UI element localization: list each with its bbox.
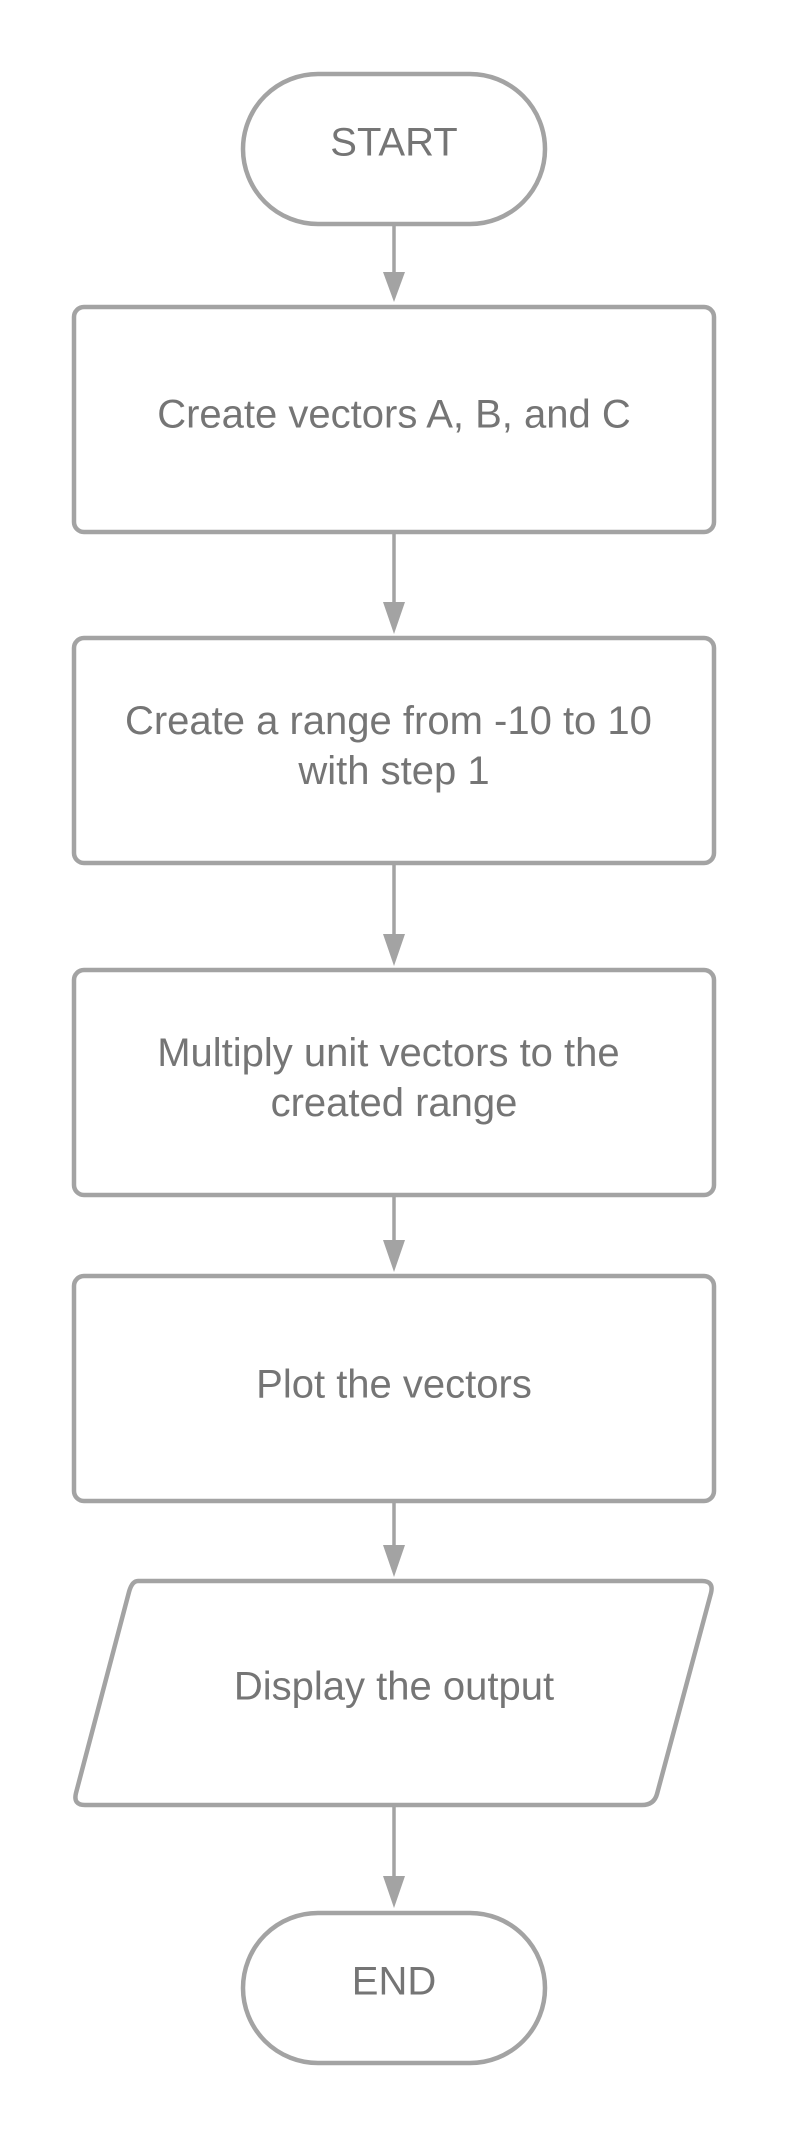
arrowhead [383,602,405,634]
create-vectors-node: Create vectors A, B, and C [71,304,717,535]
display-output-label: Display the output [234,1665,554,1709]
plot-vectors-node: Plot the vectors [71,1273,717,1504]
multiply-unit-vectors-process-shape [71,967,717,1198]
arrowhead [383,1876,405,1908]
create-range-label: Create a range from -10 to 10 with step … [125,699,663,793]
create-range-label-line-1: Create a range from -10 to 10 [125,699,652,743]
create-range-node: Create a range from -10 to 10 with step … [71,635,717,866]
multiply-unit-vectors-label: Multiply unit vectors to the created ran… [157,1031,631,1125]
edge-create-vectors-to-create-range [383,532,405,634]
end-label: END [352,1960,436,2004]
arrowhead [383,1545,405,1577]
end-node: END [240,1910,548,2066]
start-label: START [330,121,457,165]
multiply-unit-vectors-node: Multiply unit vectors to the created ran… [71,967,717,1198]
display-output-io-shape [73,1578,714,1808]
create-vectors-label: Create vectors A, B, and C [157,393,631,437]
start-node: START [240,71,548,227]
display-output-node: Display the output [73,1578,714,1808]
edge-plot-to-display [383,1501,405,1577]
plot-vectors-label: Plot the vectors [256,1363,532,1407]
multiply-label-line-2: created range [271,1081,518,1125]
create-range-process-shape [71,635,717,866]
arrowhead [383,934,405,966]
edge-start-to-create-vectors [383,225,405,302]
connectors [383,225,405,1908]
edge-create-range-to-multiply [383,864,405,966]
multiply-label-line-1: Multiply unit vectors to the [157,1031,619,1075]
create-range-label-line-2: with step 1 [297,749,489,793]
create-vectors-process-shape [71,304,717,535]
arrowhead [383,272,405,302]
end-terminator-shape [240,1910,548,2066]
edge-display-to-end [383,1806,405,1908]
arrowhead [383,1240,405,1272]
edge-multiply-to-plot [383,1196,405,1272]
start-terminator-shape [240,71,548,227]
plot-vectors-process-shape [71,1273,717,1504]
